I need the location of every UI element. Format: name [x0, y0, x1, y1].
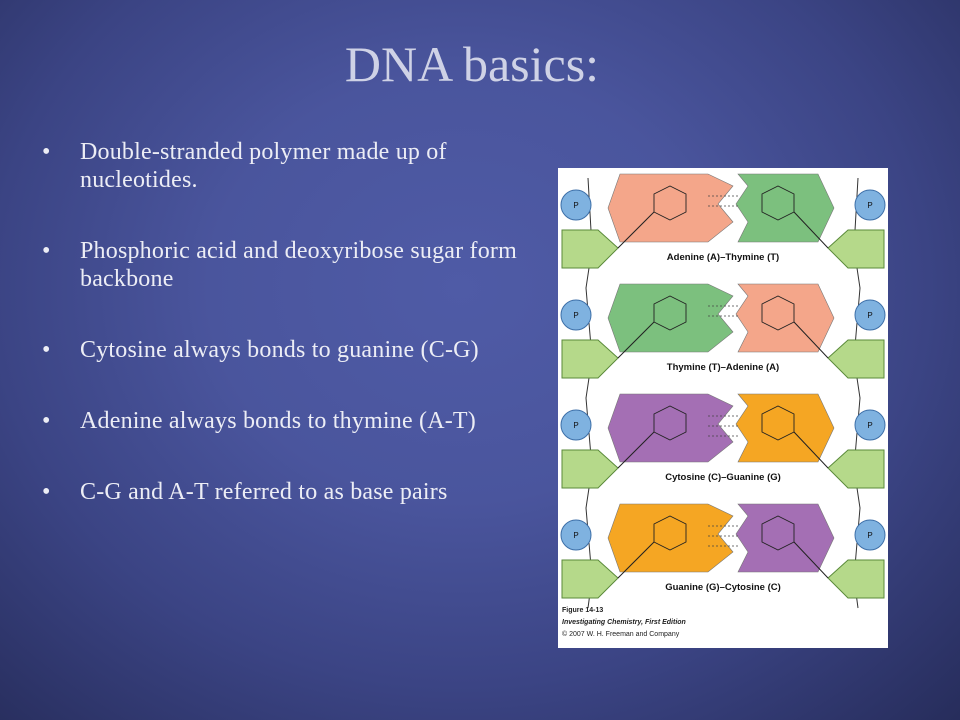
figure-caption-line: © 2007 W. H. Freeman and Company — [562, 630, 680, 638]
phosphate-group — [854, 299, 886, 331]
phosphate-label: P — [573, 201, 578, 210]
figure-caption-line: Investigating Chemistry, First Edition — [562, 619, 686, 626]
thymine-base — [735, 173, 835, 243]
guanine-base — [735, 393, 835, 463]
adenine-base — [607, 173, 734, 243]
glycosidic-bond-left — [617, 321, 655, 359]
glycosidic-bond-right — [793, 321, 829, 359]
phosphate-label: P — [573, 531, 578, 540]
bullet-item: • Phosphoric acid and deoxyribose sugar f… — [42, 237, 532, 293]
phosphate-group — [560, 519, 592, 551]
pair-label: Cytosine (C)–Guanine (G) — [665, 472, 781, 483]
guanine-base — [607, 503, 734, 573]
pair-label: Guanine (G)–Cytosine (C) — [665, 582, 781, 593]
bullet-item: • Double-stranded polymer made up of nucl… — [42, 138, 532, 194]
phosphate-label: P — [573, 421, 578, 430]
glycosidic-bond-left — [617, 541, 655, 579]
bullet-text: Phosphoric acid and deoxyribose sugar fo… — [80, 238, 517, 292]
sugar-left — [561, 559, 619, 599]
phosphate-group — [854, 519, 886, 551]
base-pair-row: P P Guanine (G)–Cytosine (C) — [560, 503, 886, 599]
base-pair-row: P P Adenine (A)–Thymine (T) — [560, 173, 886, 269]
dna-diagram: P P Adenine (A)–Thymine (T) P P Thymine (T)–A… — [560, 173, 886, 638]
pair-label: Thymine (T)–Adenine (A) — [667, 362, 779, 373]
phosphate-label: P — [867, 311, 872, 320]
bullet-marker: • — [42, 337, 51, 363]
glycosidic-bond-right — [793, 431, 829, 469]
phosphate-label: P — [867, 421, 872, 430]
cytosine-base — [735, 503, 835, 573]
sugar-right — [827, 559, 885, 599]
bullet-marker: • — [42, 139, 51, 165]
sugar-right — [827, 449, 885, 489]
dna-base-pair-figure: P P Adenine (A)–Thymine (T) P P Thymine (T)–A… — [558, 168, 888, 648]
glycosidic-bond-left — [617, 211, 655, 249]
bullet-text: Cytosine always bonds to guanine (C-G) — [80, 337, 479, 363]
bullet-item: • Cytosine always bonds to guanine (C-G) — [42, 336, 532, 364]
glycosidic-bond-left — [617, 431, 655, 469]
glycosidic-bond-right — [793, 211, 829, 249]
thymine-base — [607, 283, 734, 353]
phosphate-group — [560, 299, 592, 331]
sugar-right — [827, 229, 885, 269]
base-pair-row: P P Thymine (T)–Adenine (A) — [560, 283, 886, 379]
sugar-left — [561, 229, 619, 269]
bullet-marker: • — [42, 408, 51, 434]
adenine-base — [735, 283, 835, 353]
base-pair-row: P P Cytosine (C)–Guanine (G) — [560, 393, 886, 489]
slide-title: DNA basics: — [344, 36, 600, 92]
sugar-right — [827, 339, 885, 379]
bullet-marker: • — [42, 238, 51, 264]
phosphate-group — [560, 409, 592, 441]
bullet-text: Adenine always bonds to thymine (A-T) — [80, 408, 476, 434]
glycosidic-bond-right — [793, 541, 829, 579]
phosphate-label: P — [573, 311, 578, 320]
figure-caption-line: Figure 14-13 — [562, 607, 603, 614]
sugar-left — [561, 449, 619, 489]
bullet-item: • Adenine always bonds to thymine (A-T) — [42, 407, 532, 435]
pair-label: Adenine (A)–Thymine (T) — [667, 252, 779, 263]
bullet-item: • C-G and A-T referred to as base pairs — [42, 478, 532, 506]
bullet-list: • Double-stranded polymer made up of nucl… — [42, 138, 532, 549]
phosphate-group — [854, 189, 886, 221]
sugar-left — [561, 339, 619, 379]
phosphate-label: P — [867, 201, 872, 210]
phosphate-group — [560, 189, 592, 221]
phosphate-label: P — [867, 531, 872, 540]
phosphate-group — [854, 409, 886, 441]
cytosine-base — [607, 393, 734, 463]
bullet-text: Double-stranded polymer made up of nucle… — [80, 139, 447, 193]
bullet-text: C-G and A-T referred to as base pairs — [80, 479, 448, 505]
bullet-marker: • — [42, 479, 51, 505]
